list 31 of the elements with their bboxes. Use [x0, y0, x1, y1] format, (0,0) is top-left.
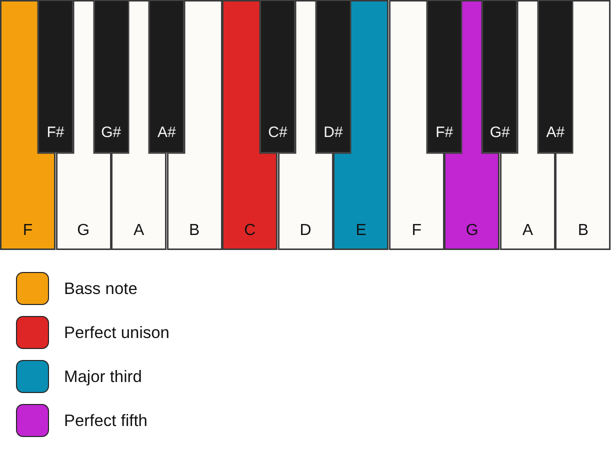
- sharp-key: [316, 0, 351, 153]
- note-label: G: [466, 221, 478, 241]
- note-label: C: [244, 221, 256, 241]
- legend-label: Perfect unison: [64, 322, 170, 342]
- note-label: F: [22, 221, 33, 241]
- sharp-key: [538, 0, 573, 153]
- note-label: B: [578, 221, 589, 241]
- note-label: D#: [324, 124, 343, 142]
- note-label: G#: [101, 124, 122, 142]
- note-label: A: [134, 221, 144, 241]
- sharp-key: [482, 0, 518, 153]
- legend-label: Perfect fifth: [64, 410, 148, 430]
- legend-label: Major third: [64, 366, 142, 386]
- legend-label: Bass note: [64, 278, 138, 298]
- note-label: A#: [157, 124, 176, 142]
- note-label: F: [412, 221, 422, 241]
- note-label: F#: [436, 124, 454, 142]
- note-label: F#: [46, 124, 64, 142]
- sharp-key: [94, 0, 129, 153]
- note-label: B: [189, 221, 200, 241]
- note-label: G#: [490, 124, 510, 142]
- note-label: C#: [268, 124, 288, 142]
- note-label: G: [77, 221, 90, 241]
- note-label: A: [522, 221, 533, 241]
- sharp-key: [260, 0, 296, 153]
- sharp-key: [38, 0, 74, 153]
- note-label: E: [356, 221, 366, 241]
- sharp-key: [426, 0, 462, 153]
- sharp-key: [149, 0, 184, 153]
- note-label: A#: [546, 124, 565, 142]
- note-label: D: [300, 221, 312, 241]
